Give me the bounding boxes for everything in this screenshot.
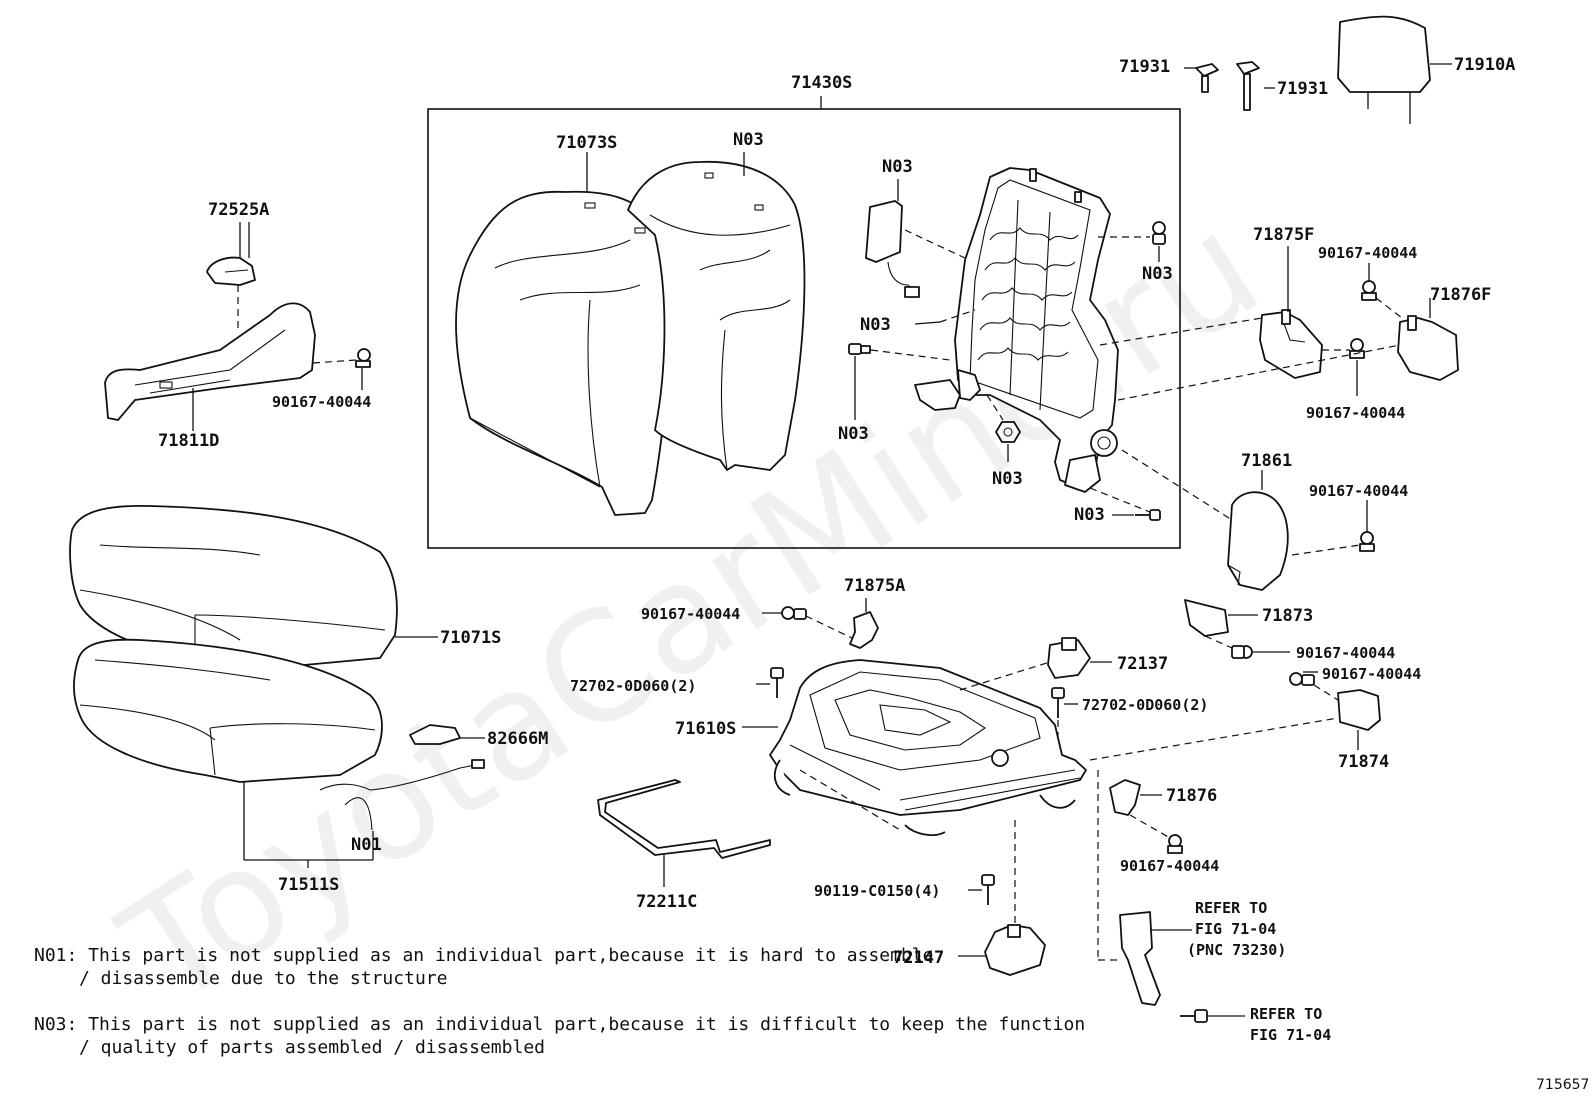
label-N03-airbag: N03 — [882, 157, 913, 177]
label-90119: 90119-C0150(4) — [814, 882, 940, 900]
shield-screw-top[interactable] — [1361, 280, 1377, 301]
buckle-bolt[interactable] — [1180, 1009, 1208, 1023]
label-71874: 71874 — [1338, 752, 1389, 772]
side-shield-71875F[interactable] — [1259, 309, 1323, 379]
label-71910A: 71910A — [1454, 55, 1515, 75]
seatback-cover[interactable] — [627, 160, 806, 471]
seatback-frame[interactable] — [914, 167, 1119, 493]
label-90167-mid-right: 90167-40044 — [1306, 404, 1405, 422]
label-72147: 72147 — [893, 948, 944, 968]
label-72137: 72137 — [1117, 654, 1168, 674]
label-72525A: 72525A — [208, 200, 269, 220]
label-90167-top-right: 90167-40044 — [1318, 244, 1417, 262]
cover-72137[interactable] — [1047, 637, 1091, 679]
frame-bolt-lower[interactable] — [1135, 509, 1161, 521]
adjuster-rod-72211C[interactable] — [597, 779, 771, 859]
label-71861: 71861 — [1241, 451, 1292, 471]
label-82666M: 82666M — [487, 729, 548, 749]
bracket-71874[interactable] — [1337, 689, 1381, 731]
label-90167-71876: 90167-40044 — [1120, 857, 1219, 875]
bracket-screw-71874[interactable] — [1289, 672, 1315, 686]
label-71931-a: 71931 — [1119, 57, 1170, 77]
track-bolt-right[interactable] — [1051, 687, 1065, 718]
label-71071S: 71071S — [440, 628, 501, 648]
label-71931-b: 71931 — [1277, 79, 1328, 99]
note-n03-line1: N03: This part is not supplied as an ind… — [34, 1014, 1085, 1035]
note-n01-line2: / disassemble due to the structure — [79, 968, 447, 989]
label-90167-71874: 90167-40044 — [1322, 665, 1421, 683]
label-71875F: 71875F — [1253, 225, 1314, 245]
label-refer2-b: FIG 71-04 — [1250, 1026, 1331, 1044]
label-71876F: 71876F — [1430, 285, 1491, 305]
note-n03-line2: / quality of parts assembled / disassemb… — [79, 1037, 545, 1058]
label-N03-bolt: N03 — [838, 424, 869, 444]
label-71875A: 71875A — [844, 576, 905, 596]
figure-id: 715657 — [1536, 1077, 1589, 1093]
headrest[interactable] — [1337, 15, 1431, 124]
seatbelt-buckle[interactable] — [1119, 911, 1161, 1006]
label-refer1-c: (PNC 73230) — [1187, 941, 1286, 959]
label-71511S: 71511S — [278, 875, 339, 895]
label-72702-left: 72702-0D060(2) — [570, 677, 696, 695]
label-71610S: 71610S — [675, 719, 736, 739]
label-90167-left: 90167-40044 — [272, 393, 371, 411]
seat-back-assembly-box — [427, 108, 1181, 549]
label-71073S: 71073S — [556, 133, 617, 153]
recliner-knob[interactable] — [206, 256, 256, 286]
seat-cushion-cover[interactable] — [73, 638, 383, 783]
label-71430S: 71430S — [791, 73, 852, 93]
track-bolt-left[interactable] — [770, 667, 784, 698]
label-N03-nut: N03 — [992, 469, 1023, 489]
bracket-screw-71875A[interactable] — [781, 606, 807, 620]
label-72702-right: 72702-0D060(2) — [1082, 696, 1208, 714]
label-N03-right: N03 — [1142, 264, 1173, 284]
cushion-wire-N01[interactable] — [319, 759, 485, 831]
label-90167-71875A: 90167-40044 — [641, 605, 740, 623]
bracket-71875A[interactable] — [849, 611, 879, 649]
label-71811D: 71811D — [158, 431, 219, 451]
label-N01: N01 — [351, 835, 382, 855]
label-72211C: 72211C — [636, 892, 697, 912]
bracket-screw-71873[interactable] — [1231, 645, 1253, 659]
frame-nut-right[interactable] — [1152, 221, 1166, 245]
frame-bolt-left[interactable] — [848, 343, 871, 355]
frame-nut-center[interactable] — [995, 421, 1021, 443]
recliner-cover-71861[interactable] — [1227, 491, 1289, 591]
recliner-cover[interactable] — [104, 302, 316, 421]
headrest-guide-right[interactable] — [1236, 61, 1260, 111]
bracket-71876[interactable] — [1109, 779, 1141, 816]
label-refer1-a: REFER TO — [1195, 899, 1267, 917]
shield-screw-mid[interactable] — [1349, 338, 1365, 359]
seatback-pad[interactable] — [455, 190, 670, 516]
label-N03-lower: N03 — [1074, 505, 1105, 525]
recliner-screw[interactable] — [355, 348, 371, 368]
recliner-cover-screw[interactable] — [1359, 531, 1375, 552]
side-shield-71876F[interactable] — [1397, 315, 1459, 381]
bracket-72147[interactable] — [984, 924, 1046, 976]
seat-track-assembly[interactable] — [769, 659, 1087, 836]
bracket-screw-71876[interactable] — [1167, 834, 1183, 854]
side-airbag[interactable] — [865, 200, 920, 298]
label-refer1-b: FIG 71-04 — [1195, 920, 1276, 938]
seat-cushion-pad[interactable] — [69, 504, 398, 671]
label-71876: 71876 — [1166, 786, 1217, 806]
bracket-71873[interactable] — [1184, 599, 1229, 637]
track-mount-bolt[interactable] — [981, 874, 995, 905]
headrest-guide-left[interactable] — [1195, 63, 1219, 93]
label-90167-71873: 90167-40044 — [1296, 644, 1395, 662]
label-N03-left-frame: N03 — [860, 315, 891, 335]
label-refer2-a: REFER TO — [1250, 1005, 1322, 1023]
note-n01-line1: N01: This part is not supplied as an ind… — [34, 945, 933, 966]
label-N03-cover: N03 — [733, 130, 764, 150]
label-90167-71861: 90167-40044 — [1309, 482, 1408, 500]
label-71873: 71873 — [1262, 606, 1313, 626]
